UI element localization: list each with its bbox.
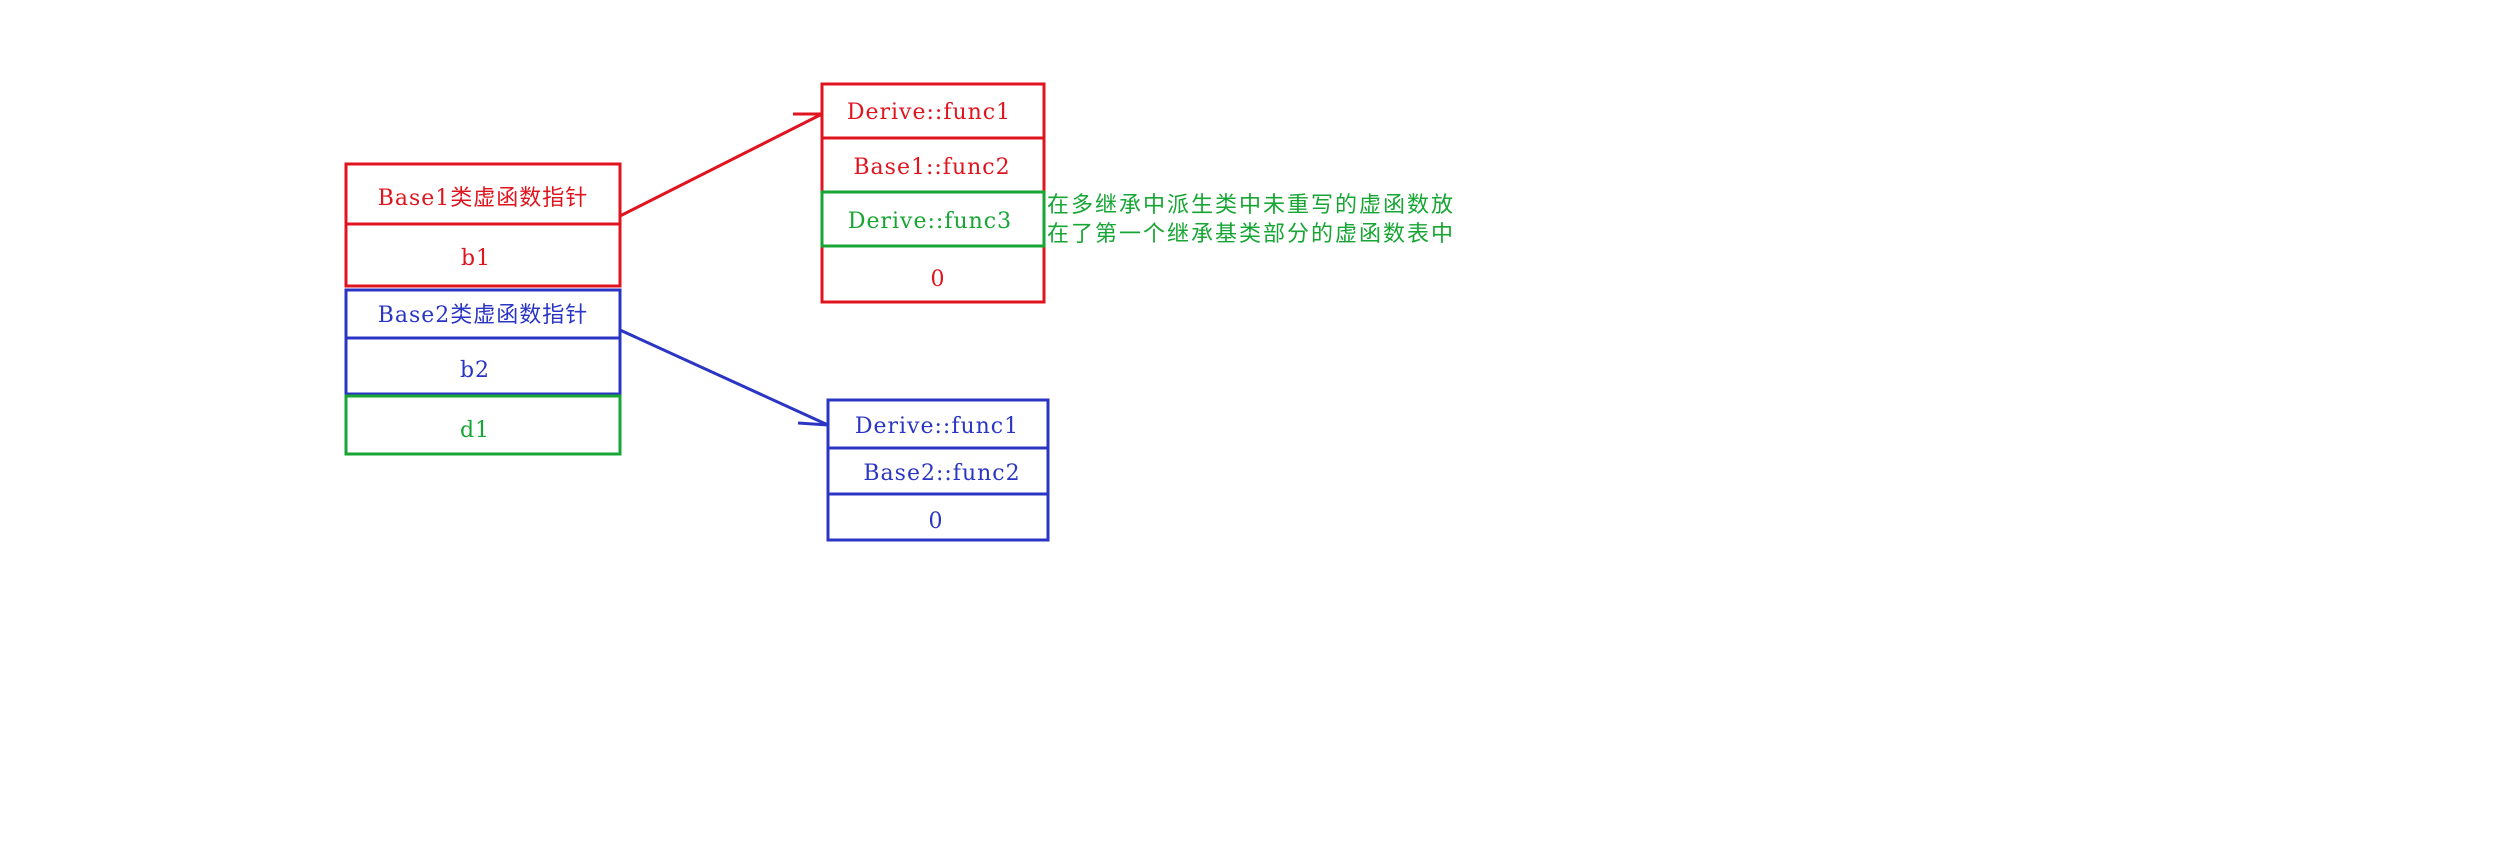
object-layout: Base1类虚函数指针 b1 Base2类虚函数指针 b2 d1 — [344, 162, 622, 456]
annotation-note-line-1: 在多继承中派生类中未重写的虚函数放 — [1047, 193, 1455, 218]
object-row-b2: b2 — [460, 358, 490, 383]
arrow-base2-vptr — [619, 328, 829, 427]
annotation-note-line-2: 在了第一个继承基类部分的虚函数表中 — [1047, 222, 1455, 247]
object-row-d1-box — [344, 394, 622, 456]
vtable-base2: Derive::func1 Base2::func2 0 — [826, 398, 1050, 542]
vtable-base1-row-3: Derive::func3 — [848, 209, 1012, 234]
arrow-base1-vptr-line — [619, 112, 823, 218]
vtable-base2-row-1: Derive::func1 — [855, 414, 1019, 439]
object-row-base1-vptr: Base1类虚函数指针 — [378, 186, 589, 211]
object-row-b1: b1 — [461, 246, 491, 271]
vtable-base2-row-3: 0 — [929, 509, 944, 534]
arrow-base2-vptr-line — [619, 328, 829, 427]
vtable-base1-row-2: Base1::func2 — [853, 155, 1010, 180]
vtable-base1-row-3-box — [820, 190, 1046, 248]
object-row-b2-box — [344, 336, 622, 396]
vtable-base1: Derive::func1 Base1::func2 0 Derive::fun… — [820, 82, 1046, 304]
vtable-base1-row-1: Derive::func1 — [847, 100, 1011, 125]
arrow-base1-vptr — [619, 112, 823, 218]
object-row-b1-box — [344, 222, 622, 288]
vtable-base2-row-3-box — [826, 492, 1050, 542]
arrow-base2-vptr-head — [797, 421, 829, 427]
vtable-base2-row-2: Base2::func2 — [863, 461, 1020, 486]
object-row-d1: d1 — [460, 418, 490, 443]
object-row-base2-vptr: Base2类虚函数指针 — [378, 303, 589, 328]
annotation-note: 在多继承中派生类中未重写的虚函数放 在了第一个继承基类部分的虚函数表中 — [1047, 193, 1455, 247]
vtable-base1-row-4: 0 — [931, 267, 946, 292]
